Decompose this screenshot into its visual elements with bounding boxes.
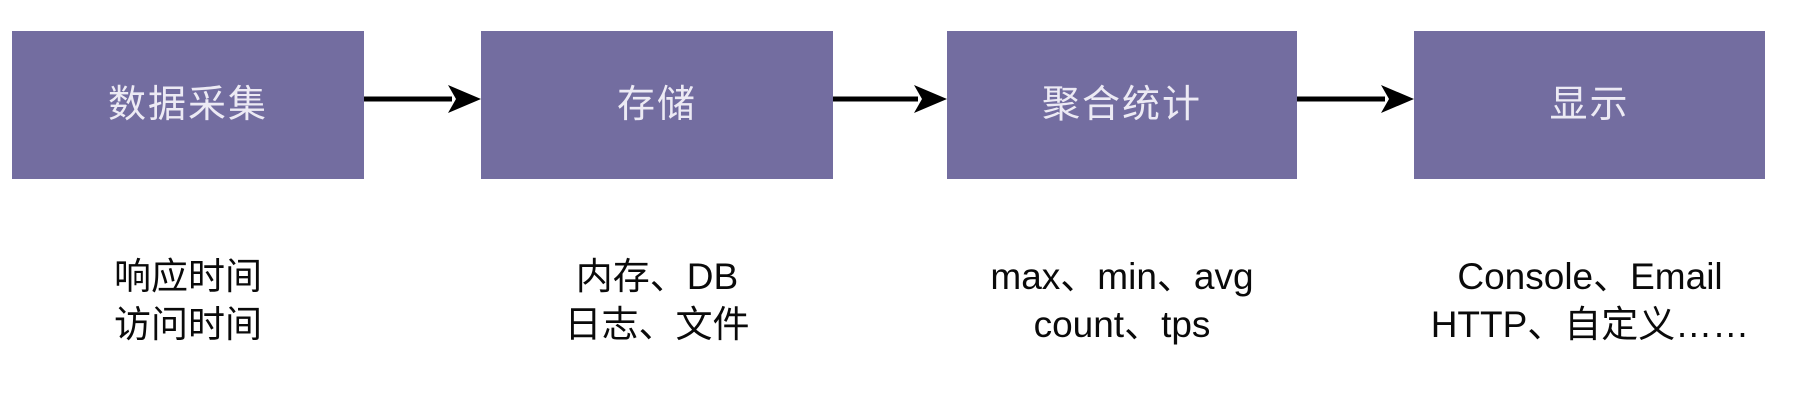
right-arrow-icon-collect-to-store	[364, 78, 481, 120]
caption-aggregate: max、min、avg count、tps	[947, 253, 1297, 349]
right-arrow-icon-aggregate-to-display	[1297, 78, 1414, 120]
caption-store: 内存、DB 日志、文件	[481, 253, 833, 349]
caption-line: Console、Email	[1457, 256, 1723, 297]
caption-line: 响应时间	[114, 256, 262, 297]
stage-box-collect[interactable]: 数据采集	[12, 31, 364, 179]
caption-line: count、tps	[1033, 304, 1211, 345]
stage-box-aggregate[interactable]: 聚合统计	[947, 31, 1297, 179]
right-arrow-icon-store-to-aggregate	[833, 78, 947, 120]
caption-line: 内存、DB	[575, 256, 739, 297]
caption-line: 日志、文件	[564, 304, 750, 345]
caption-line: 访问时间	[114, 304, 262, 345]
stage-label-collect: 数据采集	[107, 84, 268, 126]
caption-display: Console、Email HTTP、自定义……	[1400, 253, 1780, 349]
stage-box-display[interactable]: 显示	[1414, 31, 1765, 179]
stage-label-store: 存储	[616, 84, 697, 126]
stage-label-aggregate: 聚合统计	[1041, 84, 1202, 126]
caption-collect: 响应时间 访问时间	[12, 253, 364, 349]
stage-label-display: 显示	[1549, 84, 1630, 126]
caption-line: max、min、avg	[990, 256, 1254, 297]
stage-box-store[interactable]: 存储	[481, 31, 833, 179]
caption-line: HTTP、自定义……	[1430, 304, 1750, 345]
